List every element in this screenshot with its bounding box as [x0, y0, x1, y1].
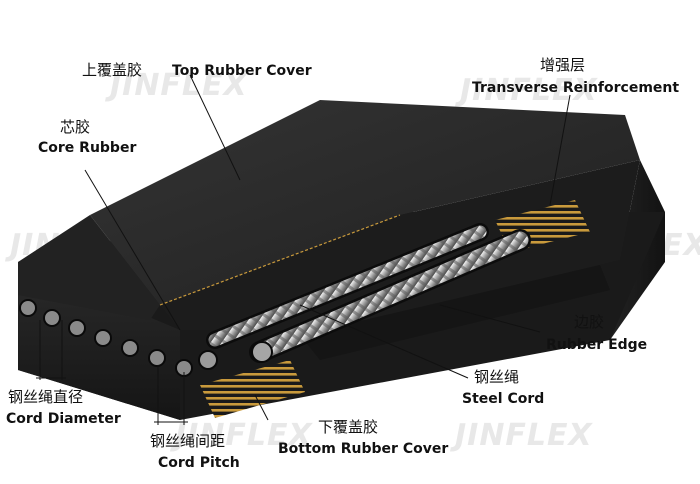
- label-cn: 钢丝绳直径: [8, 388, 83, 406]
- label-en: Rubber Edge: [546, 337, 647, 353]
- label-en: Top Rubber Cover: [172, 63, 312, 79]
- label-cord-diameter: 钢丝绳直径 Cord Diameter: [6, 388, 121, 427]
- cord-end: [43, 309, 61, 327]
- cord-end: [121, 339, 139, 357]
- label-top-cover: 上覆盖胶 Top Rubber Cover: [82, 61, 312, 79]
- cord-end: [148, 349, 166, 367]
- transverse-reinforcement-patch: [200, 360, 305, 418]
- label-cn: 下覆盖胶: [318, 418, 378, 436]
- cord-end: [68, 319, 86, 337]
- label-edge: 边胶 Rubber Edge: [546, 313, 647, 353]
- leader-edge: [439, 304, 541, 333]
- label-en: Bottom Rubber Cover: [278, 441, 448, 457]
- leader-bottom-cover: [254, 394, 269, 421]
- label-en: Steel Cord: [462, 391, 544, 407]
- label-cord-pitch: 钢丝绳间距 Cord Pitch: [150, 432, 240, 471]
- label-cn: 增强层: [540, 56, 585, 74]
- label-en: Cord Diameter: [6, 411, 121, 427]
- leader-lines: [36, 74, 571, 425]
- leader-core: [84, 169, 181, 331]
- leader-top-cover: [189, 74, 241, 181]
- label-cn: 钢丝绳间距: [150, 432, 225, 450]
- label-en: Core Rubber: [38, 140, 136, 156]
- cord-end: [19, 299, 37, 317]
- cord-end: [251, 341, 273, 363]
- rubber-edge-strip: [300, 265, 610, 360]
- label-transverse: 增强层 Transverse Reinforcement: [472, 56, 679, 96]
- steel-cord: [251, 231, 529, 361]
- top-rubber-cover: [90, 100, 640, 305]
- leader-steel-cord: [299, 304, 469, 379]
- watermark-text: JINFLEX: [450, 418, 594, 453]
- watermark-text: JINFLEX: [105, 68, 249, 103]
- cord-end: [94, 329, 112, 347]
- label-cn: 边胶: [574, 313, 604, 331]
- core-layer: [160, 160, 640, 330]
- label-cn: 上覆盖胶: [82, 61, 142, 79]
- label-cn: 芯胶: [60, 118, 90, 136]
- watermark-text: JINFLEX: [170, 418, 314, 453]
- label-steel-cord: 钢丝绳 Steel Cord: [462, 368, 544, 407]
- label-en: Transverse Reinforcement: [472, 80, 679, 96]
- cord-end: [198, 350, 218, 370]
- fabric-line: [159, 214, 401, 306]
- label-en: Cord Pitch: [158, 455, 240, 471]
- leader-transverse: [549, 94, 571, 206]
- top-cover-edge: [18, 215, 160, 320]
- steel-cords: [19, 223, 531, 377]
- label-bottom-cover: 下覆盖胶 Bottom Rubber Cover: [278, 418, 448, 457]
- watermark-text: JINFLEX: [455, 73, 599, 108]
- label-core: 芯胶 Core Rubber: [38, 118, 136, 156]
- label-cn: 钢丝绳: [474, 368, 519, 386]
- steel-cord: [208, 225, 487, 347]
